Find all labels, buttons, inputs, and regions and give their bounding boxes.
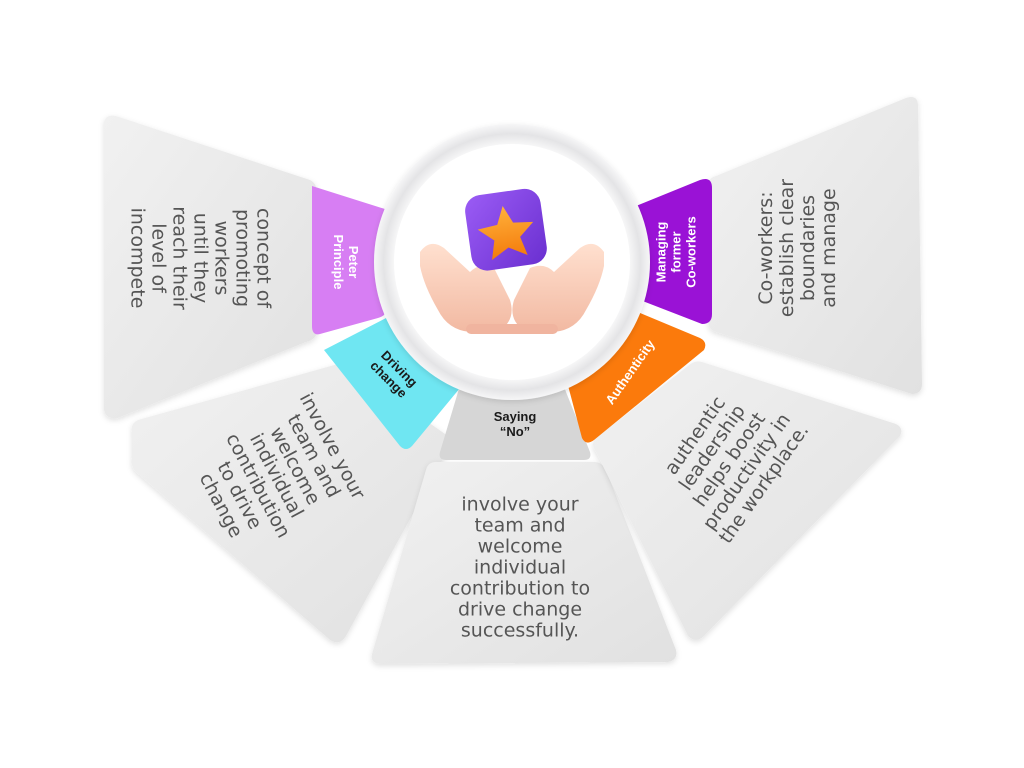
tab-managing-former-coworkers-shape xyxy=(632,179,712,324)
open-hands-icon xyxy=(420,243,604,334)
panel-driving-change xyxy=(131,363,451,643)
star-badge-icon xyxy=(465,188,547,271)
tab-saying-no-shape xyxy=(439,384,591,460)
panel-text-managing-former-coworkers: Co-workers: establish clear boundaries a… xyxy=(755,178,840,318)
panel-saying-no xyxy=(371,462,677,664)
panel-text-peter-principle: concept of promoting workers until they … xyxy=(126,206,275,310)
panel-managing-former-coworkers xyxy=(708,97,922,394)
panel-authenticity xyxy=(593,361,902,640)
tab-saying-no: Saying “No” xyxy=(493,409,537,439)
tab-managing-former-coworkers: Managing former Co-workers xyxy=(653,216,699,288)
panel-text-saying-no: involve your team and welcome individual… xyxy=(449,493,591,642)
tab-peter-principle: Peter Principle xyxy=(331,234,361,290)
panel-peter-principle xyxy=(104,115,318,419)
tab-peter-principle-shape xyxy=(312,186,395,335)
